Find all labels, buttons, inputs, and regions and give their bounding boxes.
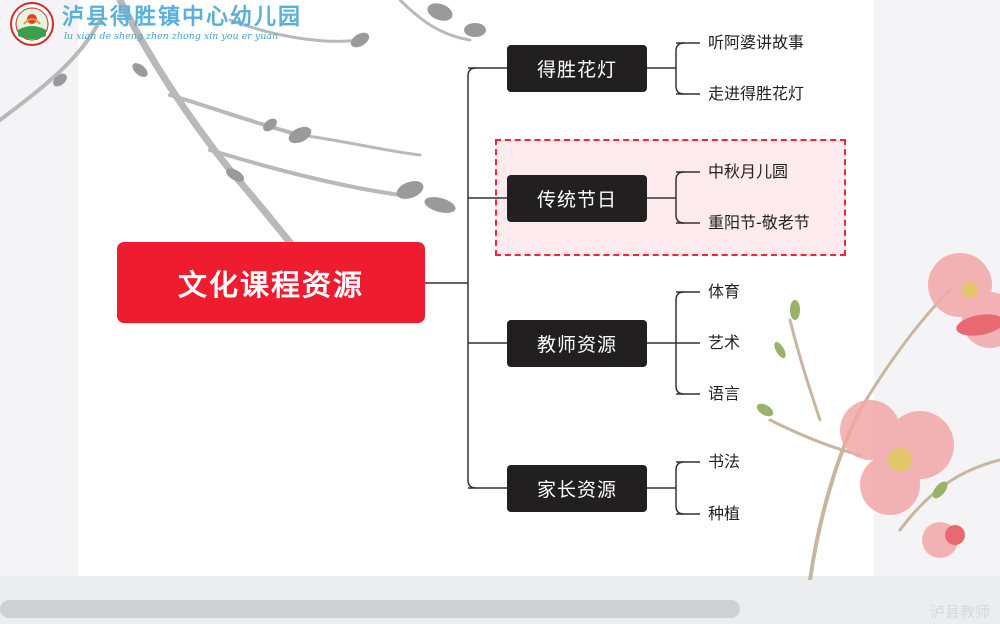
leaf-node: 语言 <box>708 384 741 403</box>
leaf-node: 重阳节-敬老节 <box>708 213 810 232</box>
mindmap-root-node: 文化课程资源 <box>117 242 425 323</box>
branch-node-festivals: 传统节日 <box>507 174 647 222</box>
leaf-node: 走进得胜花灯 <box>708 84 805 103</box>
school-logo: 泸县得胜镇中心幼儿园 lu xian de sheng zhen zhong x… <box>10 2 302 46</box>
school-name-pinyin: lu xian de sheng zhen zhong xin you er y… <box>64 31 279 42</box>
leaf-node: 种植 <box>708 504 741 523</box>
connector-line <box>675 461 685 515</box>
connector-line <box>467 67 477 489</box>
branch-node-huadeng: 得胜花灯 <box>507 44 647 92</box>
school-name: 泸县得胜镇中心幼儿园 <box>62 4 303 30</box>
leaf-node: 中秋月儿圆 <box>708 162 789 181</box>
connector-line <box>675 42 685 95</box>
branch-decoration-icon <box>0 0 486 259</box>
leaf-node: 书法 <box>708 452 741 471</box>
blossom-decoration-icon <box>756 253 1000 580</box>
watermark-text: 泸县教师 <box>930 603 991 621</box>
horizontal-scrollbar[interactable] <box>0 600 740 618</box>
branch-node-parent-resources: 家长资源 <box>507 464 647 512</box>
left-margin <box>0 0 78 576</box>
leaf-node: 听阿婆讲故事 <box>708 33 805 52</box>
leaf-node: 艺术 <box>708 333 741 352</box>
leaf-node: 体育 <box>708 282 741 301</box>
school-badge-icon <box>10 2 54 46</box>
branch-node-teacher-resources: 教师资源 <box>507 319 647 367</box>
connector-line <box>675 171 685 224</box>
